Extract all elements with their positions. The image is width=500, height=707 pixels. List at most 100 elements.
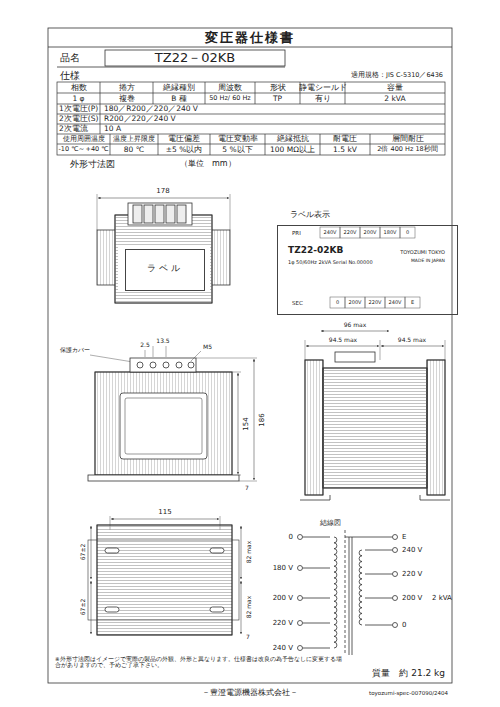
spec-label: 耐電圧 [333, 135, 357, 144]
spec-label: 周波数 [218, 83, 242, 92]
spec-label: 13.5 [156, 338, 169, 345]
spec-label: 絶縁種別 [163, 83, 195, 92]
spec-label: 220V [344, 230, 357, 236]
spec-label: 94.5 max [398, 337, 426, 344]
spec-label: 品名 [60, 52, 80, 64]
spec-label: 100 MΩ以上 [270, 145, 315, 154]
spec-label: M5 [203, 344, 212, 351]
spec-label: 0 [402, 621, 406, 629]
spec-label: 50 Hz/ 60 Hz [209, 95, 251, 102]
spec-label: MADE IN JAPAN [411, 258, 445, 263]
spec-label: 電圧偏差 [168, 135, 200, 144]
spec-label: （単位 mm） [180, 159, 236, 168]
spec-label: ±5 %以内 [166, 145, 203, 154]
spec-label: －豊澄電源機器株式会社－ [202, 688, 298, 697]
spec-label: 層間耐圧 [392, 135, 424, 144]
spec-label: 捲方 [119, 83, 135, 92]
spec-label: 2倍 400 Hz 18秒間 [377, 146, 437, 153]
spec-label: 96 max [344, 322, 367, 329]
node-text: ラベル [147, 263, 183, 274]
spec-label: 67±2 [80, 544, 87, 560]
spec-label: 結線図 [320, 519, 341, 527]
spec-label: 0 [406, 230, 409, 236]
spec-label: 7 [246, 634, 250, 641]
spec-label: 220 V [273, 619, 293, 627]
spec-label: 温度上昇限度 [113, 135, 155, 143]
spec-label: 180 V [273, 564, 293, 572]
spec-table [57, 82, 445, 155]
spec-label: TOYOZUMI TOKYO [400, 250, 445, 256]
spec-label: 200V [349, 300, 362, 306]
spec-label: 相数 [71, 83, 87, 92]
wiring-diagram [298, 530, 398, 655]
spec-label: 保護カバー [60, 347, 90, 354]
spec-label: 1.5 kV [333, 145, 357, 154]
spec-label: 1 φ [72, 94, 84, 103]
spec-label: R200／220／240 V [104, 115, 176, 124]
side-view [300, 331, 450, 500]
spec-label: 82 max [246, 541, 253, 564]
spec-label: 2.5 [140, 342, 150, 349]
spec-label: 2 kVA [384, 94, 405, 103]
spec-label: 82 max [246, 596, 253, 619]
node-text: TZ22-02KB [288, 245, 449, 256]
spec-label: 115 [158, 508, 171, 516]
front-view [88, 346, 257, 481]
spec-label: 電圧変動率 [218, 135, 258, 144]
spec-label: SEC [292, 299, 303, 305]
spec-label: 94.5 max [329, 337, 357, 344]
spec-label: 2 kVA [432, 594, 452, 602]
spec-label: 200V [364, 230, 377, 236]
spec-label: 240V [324, 230, 337, 236]
node-text: 1φ 50/60Hz 2kVA Serial No.00000 [288, 259, 449, 265]
spec-label: 240 V [402, 546, 422, 554]
spec-label: 0 [289, 533, 293, 541]
spec-label: 200 V [273, 594, 293, 602]
spec-label: 240 V [273, 644, 293, 652]
spec-label: ※外形寸法図はイメージで実際の製品の外観、外形と異なります。仕様書は改良の為予告… [55, 656, 345, 669]
spec-label: 186 [258, 413, 266, 426]
spec-label: 240V [389, 300, 402, 306]
spec-label: E [411, 300, 414, 306]
spec-label: 180V [384, 230, 397, 236]
top-view [97, 194, 230, 303]
spec-label: 1次電圧(P) [59, 105, 98, 114]
spec-label: 2次電圧(S) [59, 115, 98, 124]
spec-label: 80 ℃ [124, 145, 144, 154]
spec-label: 10 A [104, 125, 121, 134]
spec-label: ラベル表示 [290, 210, 330, 219]
spec-label: 7 [245, 485, 249, 492]
secondary-coil [359, 550, 362, 625]
spec-label: TZ22－02KB [155, 51, 235, 66]
spec-label: toyozumi-spec-007090/2404 [369, 690, 448, 696]
spec-label: 静電シールド [299, 83, 347, 92]
spec-label: TP [273, 94, 282, 103]
spec-label: 質量 約 21.2 kg [372, 668, 445, 678]
spec-label: 複巻 [119, 94, 135, 103]
spec-label: B 種 [171, 94, 187, 103]
primary-coil [334, 537, 337, 648]
spec-label: E [402, 533, 406, 541]
spec-label: 180／R200／220／240 V [104, 105, 198, 114]
spec-label: 220 V [402, 570, 422, 578]
bottom-view [88, 516, 241, 635]
spec-label: 使用周囲温度 [63, 135, 105, 143]
spec-label: -10 ℃～+40 ℃ [58, 146, 108, 153]
spec-label: 67±2 [80, 599, 87, 615]
spec-label: 0 [336, 300, 339, 306]
label-plate: TZ22-02KB 1φ 50/60Hz 2kVA Serial No.00000 [277, 225, 458, 315]
spec-label: 有り [315, 94, 331, 103]
frame [48, 28, 452, 683]
spec-label: 220V [369, 300, 382, 306]
plate-cells [320, 227, 420, 308]
spec-label: 絶縁抵抗 [277, 135, 309, 144]
spec-label: 形状 [270, 83, 286, 92]
sheet-title: 変圧器仕様書 [205, 31, 295, 46]
spec-label: 178 [156, 187, 169, 195]
spec-label: 5 %以下 [222, 145, 252, 154]
label-area: ラベル [125, 249, 205, 291]
spec-label: 2次電流 [59, 125, 88, 134]
spec-label: 仕様 [60, 70, 80, 82]
spec-label: PRI [292, 229, 301, 235]
spec-label: 200 V [402, 594, 422, 602]
